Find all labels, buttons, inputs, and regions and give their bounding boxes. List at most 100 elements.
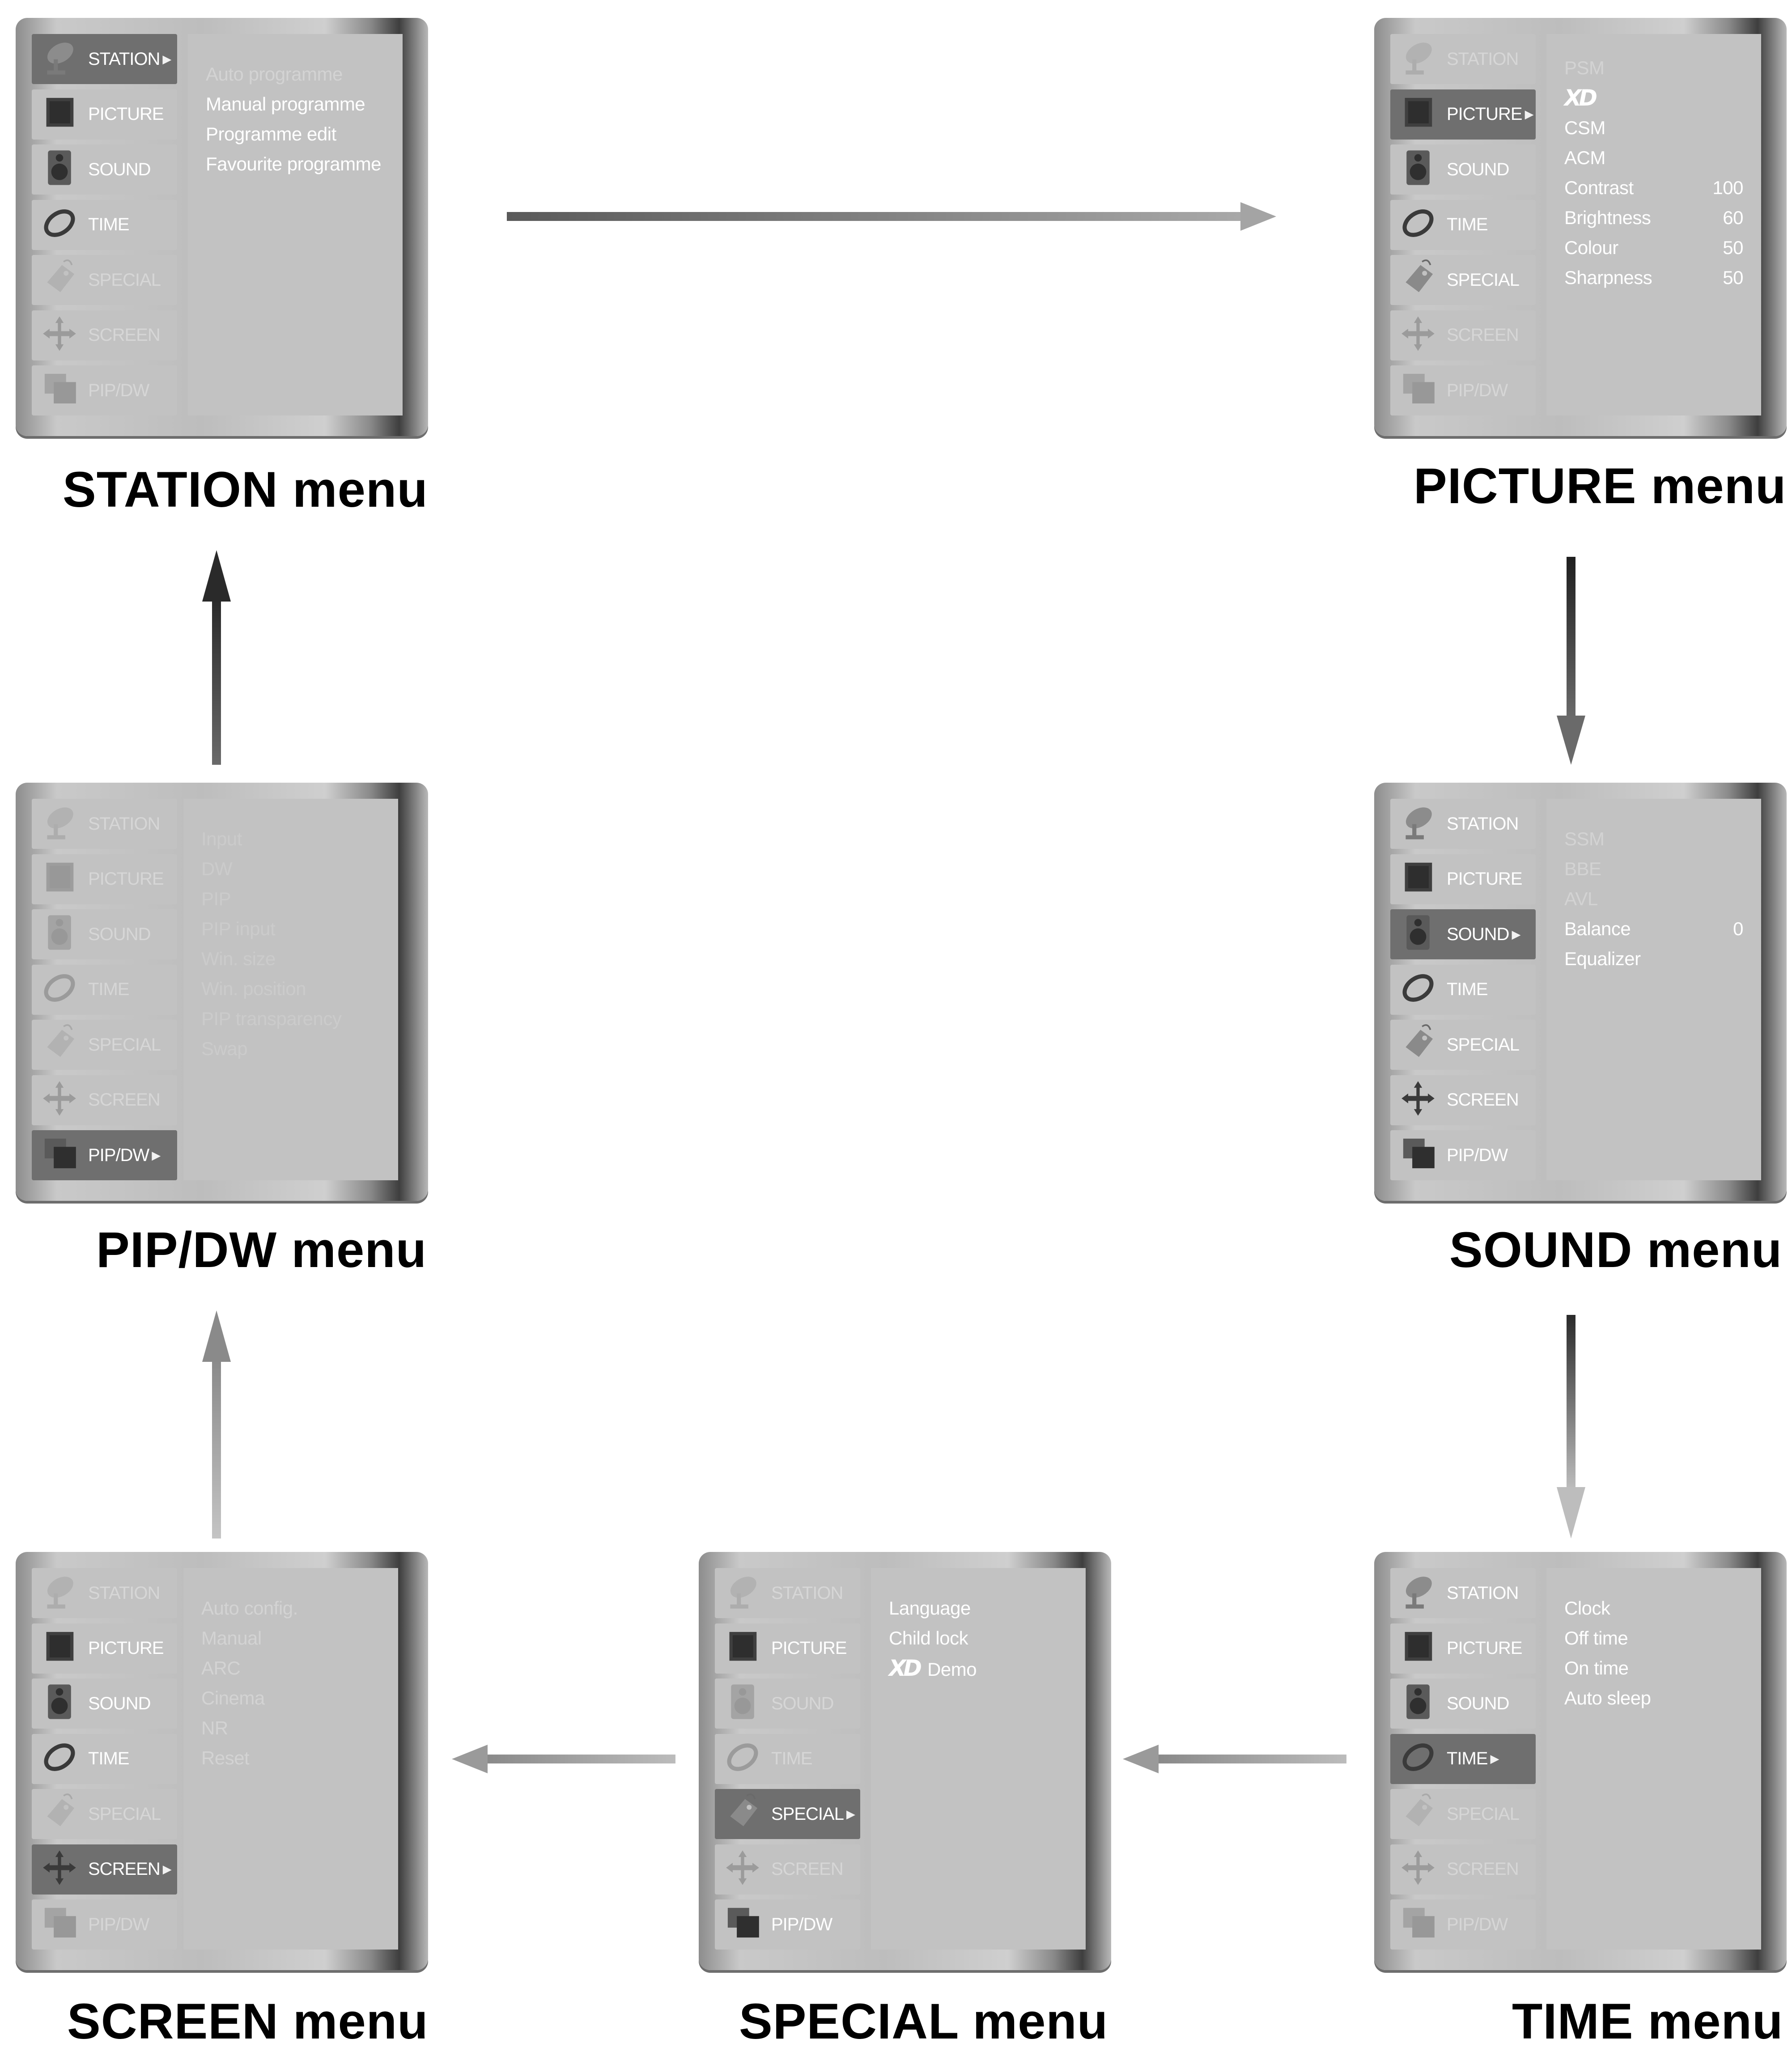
pip-windows-icon xyxy=(1396,1902,1444,1947)
nav-item-time[interactable]: TIME▶ xyxy=(1390,1734,1536,1784)
menu-item-arc[interactable]: ARC xyxy=(201,1657,241,1679)
nav-item-pipdw[interactable]: PIP/DW xyxy=(32,365,177,415)
nav-item-time[interactable]: TIME xyxy=(1390,964,1536,1015)
menu-item-manual[interactable]: Manual xyxy=(201,1628,262,1649)
nav-item-screen[interactable]: SCREEN xyxy=(1390,1075,1536,1125)
menu-item-nr[interactable]: NR xyxy=(201,1717,228,1738)
nav-item-picture[interactable]: PICTURE xyxy=(1390,854,1536,904)
nav-item-pipdw[interactable]: PIP/DW xyxy=(1390,1899,1536,1950)
nav-item-pipdw[interactable]: PIP/DW xyxy=(715,1899,860,1950)
nav-item-screen[interactable]: SCREEN xyxy=(32,310,177,360)
menu-item-pip-transparency[interactable]: PIP transparency xyxy=(201,1008,342,1029)
nav-item-sound[interactable]: SOUND xyxy=(32,1679,177,1729)
nav-item-pipdw[interactable]: PIP/DW xyxy=(32,1899,177,1950)
menu-item-win-position[interactable]: Win. position xyxy=(201,978,306,999)
nav-item-sound[interactable]: SOUND▶ xyxy=(1390,909,1536,959)
nav-item-screen[interactable]: SCREEN▶ xyxy=(32,1844,177,1895)
menu-item-auto-programme[interactable]: Auto programme xyxy=(206,64,343,85)
menu-item-manual-programme[interactable]: Manual programme xyxy=(206,93,365,114)
nav-item-time[interactable]: TIME xyxy=(32,1734,177,1784)
nav-item-picture[interactable]: PICTURE xyxy=(32,89,177,140)
nav-item-picture[interactable]: PICTURE xyxy=(1390,1623,1536,1674)
nav-item-sound[interactable]: SOUND xyxy=(1390,144,1536,195)
nav-item-picture[interactable]: PICTURE xyxy=(715,1623,860,1674)
move-cross-icon xyxy=(1396,1847,1444,1892)
nav-item-picture[interactable]: PICTURE▶ xyxy=(1390,89,1536,140)
nav-item-screen[interactable]: SCREEN xyxy=(32,1075,177,1125)
nav-item-special[interactable]: SPECIAL xyxy=(32,1789,177,1839)
contrast-value: 100 xyxy=(1712,177,1743,198)
menu-item-pip-input[interactable]: PIP input xyxy=(201,918,276,939)
nav-item-station[interactable]: STATION xyxy=(1390,34,1536,84)
menu-item-xd[interactable]: XD xyxy=(1564,85,1748,115)
menu-item-clock[interactable]: Clock xyxy=(1564,1598,1610,1619)
nav-item-sound[interactable]: SOUND xyxy=(1390,1679,1536,1729)
menu-item-dw[interactable]: DW xyxy=(201,858,232,879)
triangle-right-icon: ▶ xyxy=(162,1862,172,1876)
nav-item-special[interactable]: SPECIAL xyxy=(1390,1020,1536,1070)
nav-item-special[interactable]: SPECIAL xyxy=(1390,255,1536,305)
menu-item-psm[interactable]: PSM xyxy=(1564,55,1748,85)
menu-item-child-lock[interactable]: Child lock xyxy=(889,1628,968,1649)
nav-item-pipdw[interactable]: PIP/DW xyxy=(1390,1130,1536,1180)
nav-item-time[interactable]: TIME xyxy=(32,964,177,1015)
menu-item-bbe[interactable]: BBE xyxy=(1564,856,1748,886)
menu-item-equalizer[interactable]: Equalizer xyxy=(1564,946,1748,976)
menu-item-avl[interactable]: AVL xyxy=(1564,886,1748,916)
menu-item-auto-config[interactable]: Auto config. xyxy=(201,1598,298,1619)
nav-item-pipdw[interactable]: PIP/DW xyxy=(1390,365,1536,415)
nav-item-picture[interactable]: PICTURE xyxy=(32,1623,177,1674)
nav-item-station[interactable]: STATION xyxy=(32,1568,177,1618)
nav-item-station[interactable]: STATION xyxy=(1390,799,1536,849)
menu-item-acm[interactable]: ACM xyxy=(1564,145,1748,175)
menu-item-csm[interactable]: CSM xyxy=(1564,115,1748,145)
nav-item-pipdw[interactable]: PIP/DW▶ xyxy=(32,1130,177,1180)
pipdw-menu-caption: PIP/DW menu xyxy=(96,1222,427,1278)
menu-item-language[interactable]: Language xyxy=(889,1598,971,1619)
nav-item-special[interactable]: SPECIAL xyxy=(32,255,177,305)
nav-item-time[interactable]: TIME xyxy=(715,1734,860,1784)
menu-item-off-time[interactable]: Off time xyxy=(1564,1628,1628,1649)
menu-item-favourite-programme[interactable]: Favourite programme xyxy=(206,153,381,174)
menu-item-on-time[interactable]: On time xyxy=(1564,1657,1629,1679)
nav-item-sound[interactable]: SOUND xyxy=(715,1679,860,1729)
nav-item-screen[interactable]: SCREEN xyxy=(1390,1844,1536,1895)
nav-item-station[interactable]: STATION xyxy=(715,1568,860,1618)
satellite-dish-icon xyxy=(37,801,85,846)
nav-item-picture[interactable]: PICTURE xyxy=(32,854,177,904)
triangle-right-icon: ▶ xyxy=(1490,1752,1499,1765)
nav-item-time[interactable]: TIME xyxy=(1390,199,1536,250)
nav-item-screen[interactable]: SCREEN xyxy=(1390,310,1536,360)
nav-item-label: TIME xyxy=(771,1749,813,1768)
menu-item-pip[interactable]: PIP xyxy=(201,888,231,909)
nav-item-label: PIP/DW xyxy=(771,1914,832,1934)
nav-item-sound[interactable]: SOUND xyxy=(32,144,177,195)
nav-item-station[interactable]: STATION xyxy=(32,799,177,849)
nav-item-time[interactable]: TIME xyxy=(32,199,177,250)
nav-item-sound[interactable]: SOUND xyxy=(32,909,177,959)
nav-item-screen[interactable]: SCREEN xyxy=(715,1844,860,1895)
nav-item-special[interactable]: SPECIAL xyxy=(32,1020,177,1070)
nav-item-special[interactable]: SPECIAL xyxy=(1390,1789,1536,1839)
menu-item-cinema[interactable]: Cinema xyxy=(201,1687,265,1708)
menu-item-swap[interactable]: Swap xyxy=(201,1038,248,1059)
menu-item-reset[interactable]: Reset xyxy=(201,1747,250,1768)
nav-item-station[interactable]: STATION▶ xyxy=(32,34,177,84)
menu-item-input[interactable]: Input xyxy=(201,828,242,849)
menu-item-programme-edit[interactable]: Programme edit xyxy=(206,123,336,144)
menu-item-auto-sleep[interactable]: Auto sleep xyxy=(1564,1687,1651,1708)
nav-item-special[interactable]: SPECIAL▶ xyxy=(715,1789,860,1839)
nav-item-station[interactable]: STATION xyxy=(1390,1568,1536,1618)
menu-item-win-size[interactable]: Win. size xyxy=(201,948,276,969)
menu-item-ssm[interactable]: SSM xyxy=(1564,827,1748,856)
nav-item-label: SCREEN xyxy=(88,1090,161,1110)
nav-item-label: PIP/DW xyxy=(88,1145,149,1165)
